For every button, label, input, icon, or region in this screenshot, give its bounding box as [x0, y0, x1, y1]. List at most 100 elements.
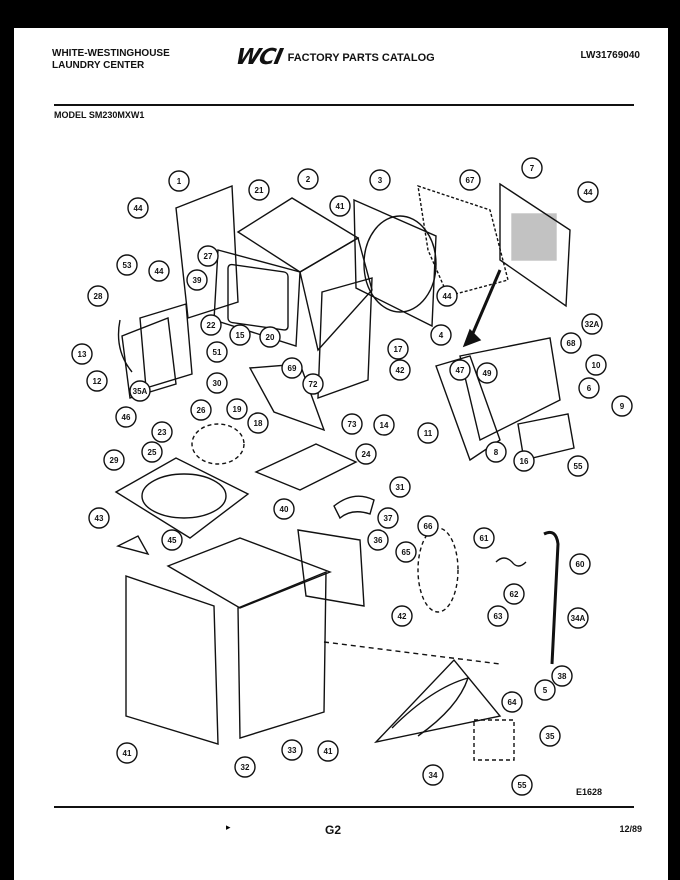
detail-circle-19	[191, 423, 245, 465]
callout-c36: 26	[190, 399, 212, 421]
callout-label: 35	[546, 732, 555, 741]
callout-circle	[521, 157, 543, 179]
footer-rule	[54, 806, 634, 808]
callout-c73: 55	[511, 774, 533, 796]
callout-circle	[567, 607, 589, 629]
base-inner	[391, 676, 470, 737]
callout-label: 33	[288, 746, 297, 755]
callout-circle	[389, 476, 411, 498]
wire-61	[495, 557, 527, 567]
callout-c7: 44	[577, 181, 599, 203]
callout-label: 25	[148, 448, 157, 457]
catalog-date: 12/89	[619, 824, 642, 834]
callout-c3: 2	[297, 168, 319, 190]
side-panel-1	[175, 184, 239, 319]
callout-circle	[248, 179, 270, 201]
callout-label: 49	[483, 369, 492, 378]
callout-circle	[317, 740, 339, 762]
callout-c35: 46	[115, 406, 137, 428]
washer-top-29	[114, 457, 250, 539]
callout-label: 44	[134, 204, 143, 213]
callout-circle	[141, 441, 163, 463]
cabinet-front-frame	[213, 249, 301, 347]
callout-label: 9	[620, 402, 625, 411]
callout-c51: 40	[273, 498, 295, 520]
callout-c38: 18	[247, 412, 269, 434]
callout-label: 34A	[571, 614, 586, 623]
arrow-indicator	[468, 269, 502, 341]
washer-side-panel	[237, 570, 327, 739]
callout-c17: 15	[229, 324, 251, 346]
console-6	[459, 337, 561, 442]
callout-label: 63	[494, 612, 503, 621]
callout-c66: 5	[534, 679, 556, 701]
callout-label: 8	[494, 448, 499, 457]
brand-line-2: LAUNDRY CENTER	[52, 60, 145, 71]
callout-circle	[417, 422, 439, 444]
callout-circle	[367, 529, 389, 551]
callout-circle	[116, 742, 138, 764]
callout-c2: 21	[248, 179, 270, 201]
callout-label: 15	[236, 331, 245, 340]
callout-c9: 41	[329, 195, 351, 217]
blower-housing-67	[417, 184, 509, 297]
washer-cabinet-top	[166, 537, 332, 609]
callout-label: 69	[288, 364, 297, 373]
callout-label: 36	[374, 536, 383, 545]
callout-label: 39	[193, 276, 202, 285]
callout-c16: 44	[436, 285, 458, 307]
callout-circle	[200, 314, 222, 336]
callout-circle	[578, 377, 600, 399]
callout-circle	[551, 665, 573, 687]
callout-c72: 34	[422, 764, 444, 786]
callout-circle	[473, 527, 495, 549]
callout-circle	[226, 398, 248, 420]
callout-label: 11	[424, 429, 433, 438]
callout-circle	[511, 774, 533, 796]
door-outer-13	[121, 317, 177, 399]
callout-label: 60	[576, 560, 585, 569]
callout-c58: 60	[569, 553, 591, 575]
brand-block: WHITE-WESTINGHOUSE LAUNDRY CENTER	[52, 48, 170, 72]
callout-label: 10	[592, 361, 601, 370]
callout-c25: 13	[71, 343, 93, 365]
catalog-title: FACTORY PARTS CATALOG	[287, 51, 435, 64]
callout-c63: 34A	[567, 607, 589, 629]
drum-opening	[363, 215, 437, 313]
callout-circle	[129, 380, 151, 402]
callout-label: 51	[213, 348, 222, 357]
door-window	[227, 263, 289, 331]
control-knobs	[511, 213, 557, 261]
washer-front-panel	[125, 575, 219, 745]
callout-circle	[611, 395, 633, 417]
callout-label: 7	[530, 164, 535, 173]
header-rule	[54, 104, 634, 106]
callout-label: 6	[587, 384, 592, 393]
callout-circle	[430, 324, 452, 346]
callout-circle	[501, 691, 523, 713]
rear-panel-3	[353, 198, 437, 328]
callout-label: 72	[309, 380, 318, 389]
callout-circle	[485, 441, 507, 463]
callout-c27: 12	[86, 370, 108, 392]
callout-label: 68	[567, 339, 576, 348]
callout-label: 27	[204, 252, 213, 261]
callout-circle	[377, 507, 399, 529]
callout-circle	[186, 269, 208, 291]
hose-60	[543, 530, 560, 665]
callout-label: 31	[396, 483, 405, 492]
model-number: MODEL SM230MXW1	[54, 110, 145, 120]
callout-label: 43	[95, 514, 104, 523]
callout-c31: 47	[449, 359, 471, 381]
callout-label: 3	[378, 176, 383, 185]
callout-circle	[534, 679, 556, 701]
callout-circle	[234, 756, 256, 778]
callout-c30: 42	[389, 359, 411, 381]
callout-label: 66	[424, 522, 433, 531]
callout-circle	[585, 354, 607, 376]
callout-c18: 20	[259, 326, 281, 348]
callout-circle	[297, 168, 319, 190]
callout-circle	[88, 507, 110, 529]
callout-label: 64	[508, 698, 517, 707]
